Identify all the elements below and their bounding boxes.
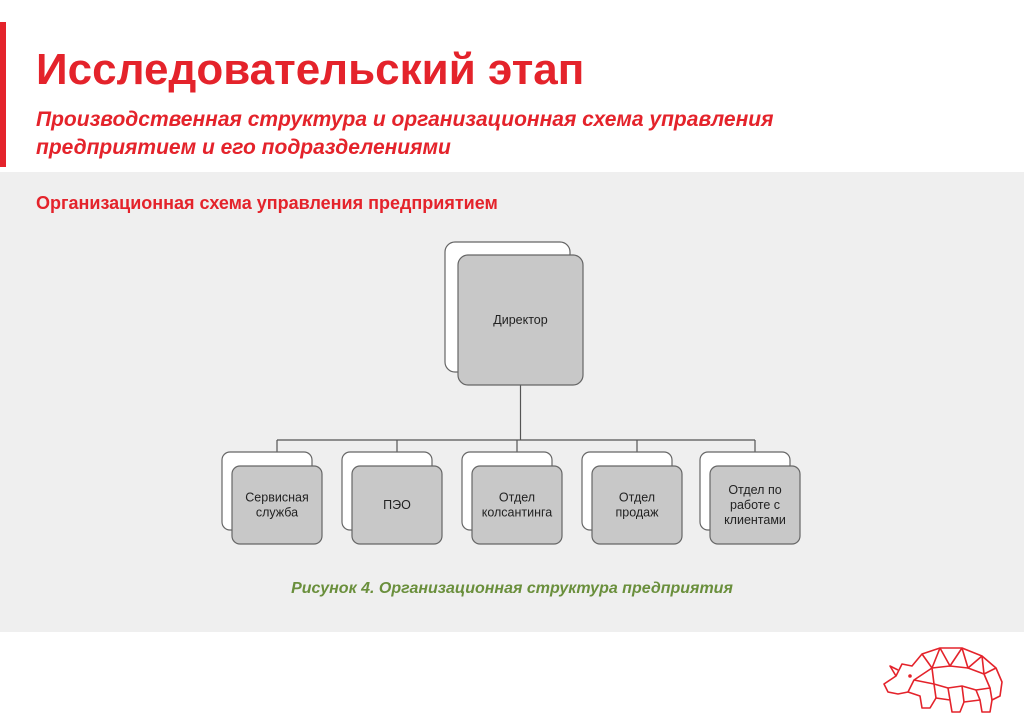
node-department-5 (709, 465, 801, 545)
node-department-1 (231, 465, 323, 545)
slide-subtitle: Производственная структура и организацио… (36, 108, 774, 159)
rhino-logo-icon (883, 647, 1003, 713)
panel-heading: Организационная схема управления предпри… (36, 193, 498, 213)
slide-title: Исследовательский этап (36, 45, 585, 94)
node-director (457, 254, 584, 386)
node-department-2 (351, 465, 443, 545)
node-department-3 (471, 465, 563, 545)
node-director-label: Директор (493, 313, 547, 327)
node-department-label-2: ПЭО (383, 498, 411, 512)
node-department-4 (591, 465, 683, 545)
figure-caption: Рисунок 4. Организационная структура пре… (291, 580, 733, 597)
accent-bar (0, 22, 6, 167)
